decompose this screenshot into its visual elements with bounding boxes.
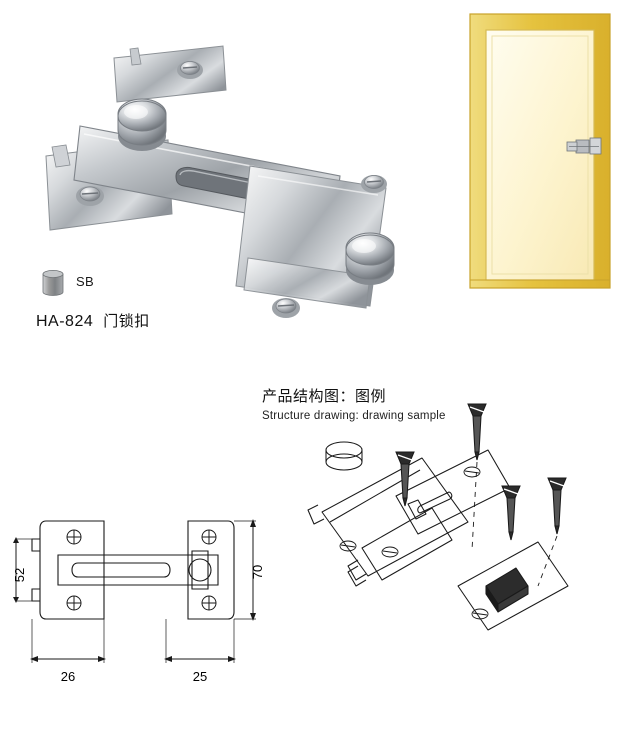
exploded-mount-flange	[347, 507, 453, 581]
structure-drawing-title-en: Structure drawing: drawing sample	[262, 410, 446, 422]
cylinder-swatch-icon	[42, 270, 64, 296]
latch-top-flange	[113, 45, 227, 103]
dimension-70-label: 70	[250, 565, 265, 579]
latch-knob-upper	[117, 98, 167, 151]
structure-drawing-title-cn: 产品结构图：图例	[262, 387, 387, 405]
door-latch-photo	[45, 45, 395, 318]
page-title: HA-824 门锁扣	[36, 310, 150, 331]
model-code: HA-824	[36, 313, 94, 330]
finish-code-label: SB	[76, 274, 94, 289]
dimension-25-label: 25	[193, 669, 207, 684]
exploded-strike-plate	[457, 541, 569, 631]
exploded-latch-body	[307, 457, 469, 587]
screw-icon	[547, 477, 567, 535]
screw-icon	[395, 451, 415, 507]
screw-icon	[501, 485, 521, 541]
dimension-drawing: 52 70 26 25	[12, 519, 265, 684]
exploded-assembly-drawing	[307, 403, 569, 631]
model-name-cn: 门锁扣	[103, 312, 150, 330]
screw-icon	[467, 403, 487, 461]
exploded-knob	[325, 441, 363, 471]
dimension-26-label: 26	[61, 669, 75, 684]
door-illustration-icon	[469, 13, 611, 289]
door-mounted-latch	[566, 137, 602, 155]
dimension-52-label: 52	[12, 568, 27, 582]
latch-knob-lower	[345, 232, 395, 285]
